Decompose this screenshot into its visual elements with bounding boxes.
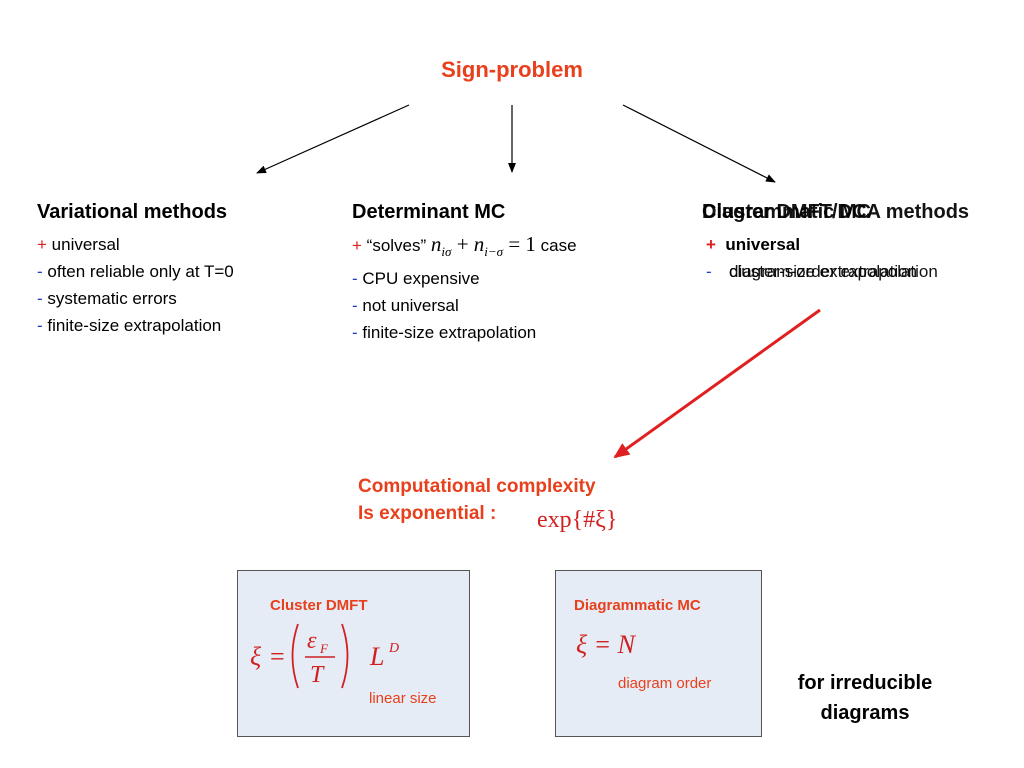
determinant-list: + “solves” niσ + ni−σ = 1 case - CPU exp…	[352, 231, 577, 346]
cluster-plus-item: + universal	[706, 235, 801, 254]
cluster-dmft-title: Cluster DMFT	[270, 597, 368, 614]
svg-text:F: F	[319, 641, 329, 656]
svg-text:ξ: ξ	[250, 642, 262, 671]
cluster-size-extrapolation: cluster-size extrapolation	[729, 262, 918, 281]
cluster-dmft-formula: ξ = ε F T L D	[250, 623, 399, 689]
cluster-heading: Cluster DMFT/DCA methods	[702, 201, 970, 223]
diagram-order-extrapolation: diagram-order extrapolation	[729, 262, 938, 281]
linear-size-note: linear size	[369, 690, 437, 707]
determinant-heading: Determinant MC	[352, 201, 506, 223]
list-item: + universal	[37, 235, 120, 254]
cluster-dmft-box	[237, 570, 470, 737]
list-item: - often reliable only at T=0	[37, 262, 234, 281]
list-item: - finite-size extrapolation	[37, 316, 222, 335]
svg-text:ε: ε	[307, 628, 317, 654]
list-item: - not universal	[352, 296, 459, 316]
variational-list: + universal - often reliable only at T=0…	[37, 231, 234, 339]
arrow-to-cluster	[622, 104, 776, 183]
slide-title: Sign-problem	[441, 57, 583, 82]
cluster-minus-sign: -	[706, 262, 712, 281]
svg-text:=: =	[270, 642, 285, 671]
exponential-formula: exp{#ξ}	[537, 507, 618, 533]
svg-text:L: L	[369, 642, 384, 671]
list-item: - CPU expensive	[352, 269, 480, 289]
diagrammatic-mc-box	[555, 570, 762, 737]
list-item: - systematic errors	[37, 289, 177, 308]
arrow-to-complexity	[613, 308, 821, 459]
diagram-order-note: diagram order	[618, 675, 712, 692]
complexity-statement: Computational complexity Is exponential …	[358, 476, 596, 524]
arrow-to-variational	[256, 104, 410, 174]
irreducible-note: for irreducible diagrams	[797, 672, 933, 724]
svg-text:T: T	[310, 662, 325, 688]
svg-text:D: D	[388, 641, 399, 656]
diagrammatic-heading: Diagrammatic MC	[702, 201, 871, 223]
half-filling-formula: niσ + ni−σ = 1	[430, 232, 536, 260]
diagrammatic-mc-title: Diagrammatic MC	[574, 597, 701, 614]
list-item-solves: + “solves” niσ + ni−σ = 1 case	[352, 232, 577, 260]
diagrammatic-mc-formula: ξ = N	[576, 630, 636, 659]
list-item: - finite-size extrapolation	[352, 323, 537, 343]
variational-heading: Variational methods	[37, 201, 228, 223]
